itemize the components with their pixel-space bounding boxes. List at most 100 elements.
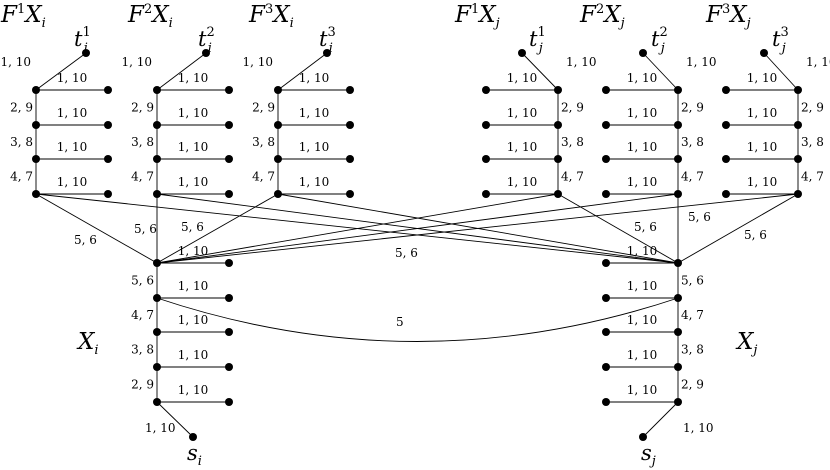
label-f1xi-rung-2: 1, 10 (57, 140, 88, 154)
edge-xj-source (642, 401, 679, 438)
node-xi-spine-2 (153, 328, 161, 336)
node-xi-rung-4 (225, 398, 233, 406)
edge-f3xj-terminal (763, 52, 799, 91)
node-xj-spine-4 (674, 398, 682, 406)
node-f1xj-spine-0 (554, 86, 562, 94)
label-xj-rung-0: 1, 10 (627, 244, 658, 258)
node-f1xi-rung-3 (104, 190, 112, 198)
label-f3xj-spine-1: 3, 8 (801, 135, 824, 149)
label-cross-f2xi-xi: 5, 6 (134, 222, 157, 236)
node-xi-spine-4 (153, 398, 161, 406)
label-f3xi-spine-2: 4, 7 (252, 170, 275, 184)
label-f3xi-rung-0: 1, 10 (299, 71, 330, 85)
label-f1xi-rung-1: 1, 10 (57, 106, 88, 120)
label-cross-f3xj-xj: 5, 6 (744, 228, 767, 242)
label-f3xj-rung-3: 1, 10 (747, 175, 778, 189)
label-xi-rung-4: 1, 10 (178, 383, 209, 397)
node-f2xj-rung-1 (602, 121, 610, 129)
title-f1xj: F1Xj (454, 2, 500, 31)
title-xi: Xi (76, 329, 99, 358)
label-f1xi-spine-2: 4, 7 (10, 170, 33, 184)
label-cross-f2xj-xj: 5, 6 (688, 210, 711, 224)
node-xi-spine-1 (153, 294, 161, 302)
label-f3xi-spine-0: 2, 9 (252, 101, 275, 115)
node-f1xi-spine-3 (32, 190, 40, 198)
label-f2xi-rung-3: 1, 10 (178, 175, 209, 189)
edge-xi-source (156, 401, 194, 438)
node-f1xj-rung-2 (482, 155, 490, 163)
node-xj-rung-3 (602, 363, 610, 371)
node-xi-rung-1 (225, 294, 233, 302)
label-f3xi-spine-1: 3, 8 (252, 135, 275, 149)
label-xj-rung-2: 1, 10 (627, 313, 658, 327)
edge-f2xi-terminal (156, 52, 207, 91)
label-f2xi-rung-1: 1, 10 (178, 106, 209, 120)
label-f3xj-rung-1: 1, 10 (747, 106, 778, 120)
label-xj-rung-4: 1, 10 (627, 383, 658, 397)
label-xi-spine-0: 5, 6 (131, 274, 154, 288)
title-xj: Xj (735, 329, 757, 358)
terminal-node-f3xj (760, 49, 768, 57)
node-f1xi-spine-2 (32, 155, 40, 163)
edge-f3xi-terminal (277, 52, 328, 91)
node-f3xj-spine-0 (794, 86, 802, 94)
edge-f2xj-terminal (642, 52, 679, 91)
label-f3xi-term: 1, 10 (242, 55, 273, 69)
title-f2xi: F2Xi (127, 2, 173, 31)
label-f1xj-rung-3: 1, 10 (507, 175, 538, 189)
node-f1xj-spine-1 (554, 121, 562, 129)
title-f3xi: F3Xi (248, 2, 294, 31)
label-f1xj-spine-1: 3, 8 (561, 135, 584, 149)
label-xj-spine-3: 2, 9 (681, 378, 704, 392)
node-f3xj-rung-0 (722, 86, 730, 94)
label-f2xj-spine-2: 4, 7 (681, 170, 704, 184)
label-f2xj-spine-0: 2, 9 (681, 101, 704, 115)
node-f3xj-rung-1 (722, 121, 730, 129)
label-f2xj-rung-0: 1, 10 (627, 71, 658, 85)
label-f2xj-rung-2: 1, 10 (627, 140, 658, 154)
node-xj-rung-4 (602, 398, 610, 406)
label-sj: sj (641, 441, 656, 469)
label-f1xj-spine-2: 4, 7 (561, 170, 584, 184)
label-f3xi-rung-1: 1, 10 (299, 106, 330, 120)
label-xj-rung-1: 1, 10 (627, 279, 658, 293)
node-xj-rung-0 (602, 259, 610, 267)
label-si: si (187, 441, 202, 469)
label-f1xj-spine-0: 2, 9 (561, 101, 584, 115)
label-f2xj-spine-1: 3, 8 (681, 135, 704, 149)
label-xj-spine-2: 3, 8 (681, 343, 704, 357)
label-f1xj-rung-1: 1, 10 (507, 106, 538, 120)
label-f1xi-spine-0: 2, 9 (10, 101, 33, 115)
node-f3xi-spine-2 (274, 155, 282, 163)
label-f3xj-spine-0: 2, 9 (801, 101, 824, 115)
terminal-node-f1xj (518, 49, 526, 57)
node-xi-spine-3 (153, 363, 161, 371)
node-f1xi-rung-2 (104, 155, 112, 163)
node-f3xj-spine-1 (794, 121, 802, 129)
node-f2xj-rung-0 (602, 86, 610, 94)
node-xj-spine-2 (674, 328, 682, 336)
node-f1xi-rung-0 (104, 86, 112, 94)
title-f2xj: F2Xj (579, 2, 625, 31)
node-f2xi-spine-2 (153, 155, 161, 163)
label-f2xi-term: 1, 10 (121, 55, 152, 69)
label-f1xj-term: 1, 10 (566, 55, 597, 69)
node-f3xi-spine-3 (274, 190, 282, 198)
node-f3xj-rung-3 (722, 190, 730, 198)
node-f3xi-spine-0 (274, 86, 282, 94)
label-f2xi-spine-0: 2, 9 (131, 101, 154, 115)
node-f1xi-spine-1 (32, 121, 40, 129)
label-f3xj-spine-2: 4, 7 (801, 170, 824, 184)
label-f2xj-term: 1, 10 (686, 55, 717, 69)
label-cross-f1xi-xi: 5, 6 (74, 233, 97, 247)
node-f2xj-rung-3 (602, 190, 610, 198)
label-f1xi-rung-3: 1, 10 (57, 175, 88, 189)
label-xj-spine-1: 4, 7 (681, 308, 704, 322)
node-f3xi-spine-1 (274, 121, 282, 129)
label-f1xj-rung-2: 1, 10 (507, 140, 538, 154)
node-xj-rung-2 (602, 328, 610, 336)
label-xi-rung-2: 1, 10 (178, 313, 209, 327)
